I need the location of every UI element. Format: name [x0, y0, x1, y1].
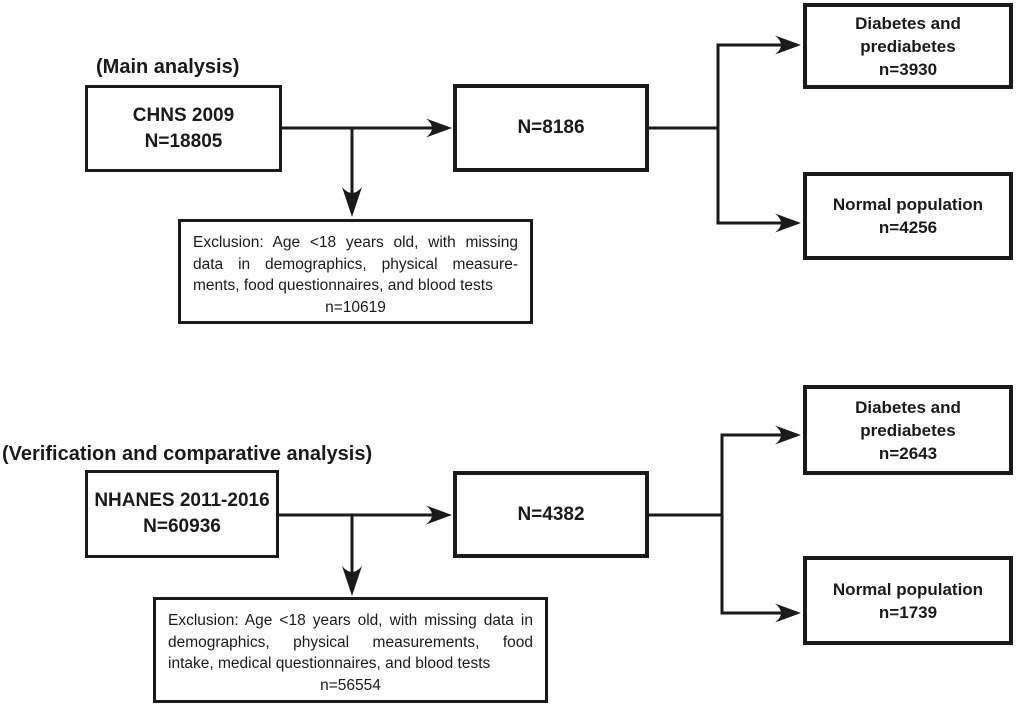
- verification-analysis-label: (Verification and comparative analysis): [2, 443, 373, 465]
- exclusion-text-line: Exclusion: Age <18 years old, with missi…: [193, 234, 518, 251]
- nhanes-source-box: NHANES 2011-2016 N=60936: [85, 470, 279, 558]
- nhanes-normal-box: Normal population n=1739: [803, 556, 1013, 645]
- outcome-label: Diabetes and prediabetes: [855, 13, 961, 56]
- chns-included-n: N=8186: [517, 117, 585, 138]
- chns-normal-box: Normal population n=4256: [803, 172, 1013, 260]
- exclusion-text-line: ments, food questionnaires, and blood te…: [193, 277, 493, 294]
- nhanes-cohort-n: N=60936: [143, 516, 221, 537]
- nhanes-exclusion-box: Exclusion: Age <18 years old, with missi…: [153, 597, 548, 703]
- exclusion-n: n=56554: [320, 676, 381, 694]
- outcome-label: Normal population: [832, 195, 984, 214]
- nhanes-cohort-name: NHANES 2011-2016: [94, 490, 270, 511]
- chns-cohort-name: CHNS 2009: [132, 104, 235, 126]
- chns-diabetes-box: Diabetes and prediabetes n=3930: [803, 3, 1013, 89]
- outcome-label: Normal population: [832, 579, 984, 599]
- outcome-n: n=2643: [878, 443, 938, 463]
- chns-included-box: N=8186: [453, 84, 649, 172]
- main-analysis-label: (Main analysis): [96, 56, 240, 78]
- outcome-n: n=4256: [878, 218, 938, 237]
- exclusion-text-line: Exclusion: Age <18 years old, with missi…: [168, 612, 533, 629]
- chns-cohort-n: N=18805: [144, 130, 223, 152]
- outcome-label: Diabetes and prediabetes: [855, 397, 961, 440]
- nhanes-included-n: N=4382: [517, 503, 585, 525]
- exclusion-text-line: data in demographics, physical measure-: [193, 255, 518, 273]
- chns-exclusion-box: Exclusion: Age <18 years old, with missi…: [178, 219, 533, 324]
- outcome-n: n=1739: [878, 602, 938, 622]
- outcome-n: n=3930: [878, 59, 938, 79]
- nhanes-included-box: N=4382: [453, 471, 649, 558]
- nhanes-diabetes-box: Diabetes and prediabetes n=2643: [803, 385, 1013, 475]
- exclusion-text-line: intake, medical questionnaires, and bloo…: [168, 655, 491, 672]
- exclusion-n: n=10619: [325, 298, 386, 316]
- chns-source-box: CHNS 2009 N=18805: [85, 85, 282, 172]
- exclusion-text-line: demographics, physical measurements, foo…: [168, 633, 533, 651]
